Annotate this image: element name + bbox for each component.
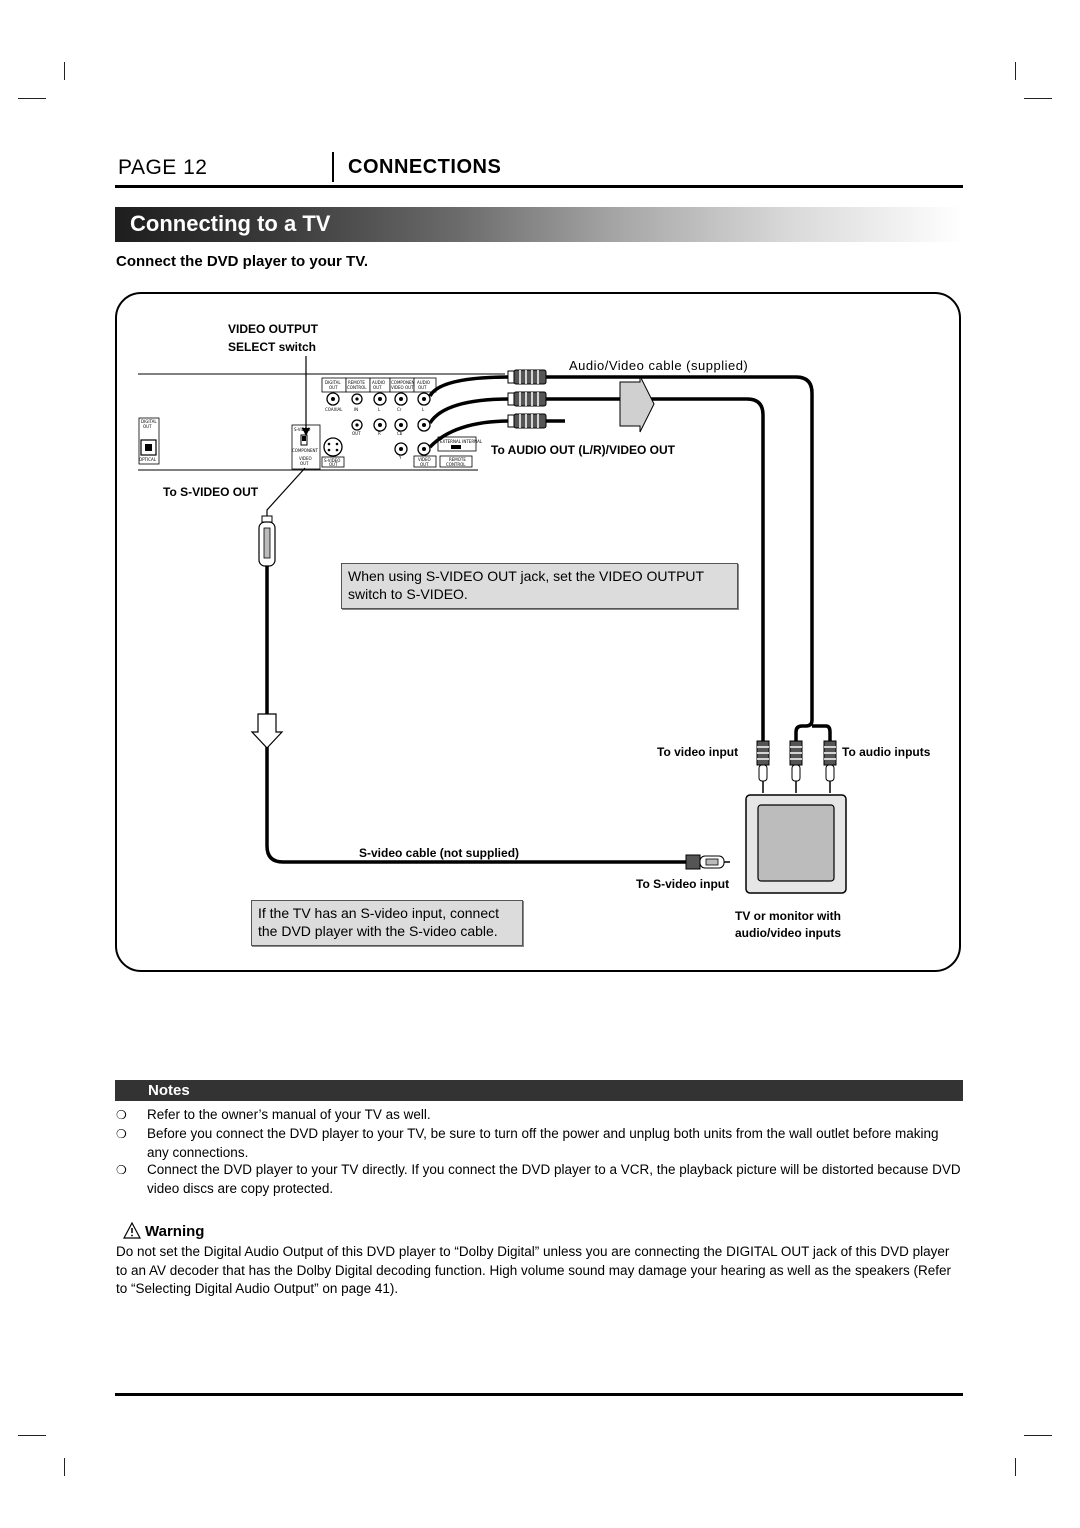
- to-svideo-out-label: To S-VIDEO OUT: [163, 485, 259, 499]
- video-output-label: VIDEO OUTPUT: [228, 322, 319, 336]
- header-rule: [115, 185, 963, 188]
- panel-label: OUT: [329, 385, 338, 390]
- to-audio-inputs-label: To audio inputs: [842, 745, 931, 759]
- crop-mark: [1015, 62, 1016, 80]
- diagram-frame: [115, 292, 961, 972]
- av-cable-dvd-side: [428, 375, 511, 449]
- note-item: ❍ Refer to the owner’s manual of your TV…: [116, 1106, 962, 1125]
- panel-label: REMOTE: [449, 457, 466, 462]
- panel-label: Cr: [397, 407, 402, 412]
- warning-title: Warning: [145, 1223, 205, 1240]
- jack-panel: DIGITAL OUT REMOTE CONTROL AUDIO OUT COM…: [321, 377, 483, 468]
- panel-label: AUDIO: [372, 380, 385, 385]
- select-switch-label: SELECT switch: [228, 340, 317, 354]
- panel-label: OUT: [143, 424, 152, 429]
- note-bullet: ❍: [116, 1108, 127, 1122]
- panel-label: OUT: [373, 385, 382, 390]
- ext-int-switch: [451, 445, 461, 449]
- s-video-arrow: [250, 713, 284, 749]
- svideo-tv-callout: If the TV has an S-video input, connect …: [251, 900, 523, 946]
- tv-monitor: [745, 794, 847, 894]
- av-cable-tv-side: [546, 375, 832, 742]
- note-text: Connect the DVD player to your TV direct…: [147, 1162, 961, 1196]
- tv-label-line2: audio/video inputs: [735, 926, 842, 940]
- page-number: PAGE 12: [118, 156, 208, 179]
- warning-icon: [123, 1221, 141, 1239]
- section-title: Connecting to a TV: [130, 211, 331, 236]
- switch-knob: [302, 436, 306, 441]
- crop-mark: [1024, 98, 1052, 99]
- panel-label: OPTICAL: [139, 457, 157, 462]
- page-header: PAGE 12 CONNECTIONS: [115, 150, 963, 188]
- direction-arrow: [619, 375, 655, 433]
- panel-label: IN: [354, 407, 358, 412]
- panel-label: L: [422, 407, 425, 412]
- note-bullet: ❍: [116, 1163, 127, 1177]
- panel-label: Cb: [397, 431, 403, 436]
- to-svideo-input-label: To S-video input: [636, 877, 730, 891]
- section-name: CONNECTIONS: [348, 156, 502, 178]
- section-title-bar: Connecting to a TV: [115, 207, 963, 242]
- panel-label: OUT: [352, 431, 361, 436]
- crop-mark: [1015, 1458, 1016, 1476]
- panel-label: AUDIO: [417, 380, 430, 385]
- panel-label: Y: [398, 455, 402, 460]
- svideo-cable-label: S-video cable (not supplied): [359, 846, 520, 860]
- av-cable-label: Audio/Video cable (supplied): [569, 358, 749, 373]
- panel-label: DIGITAL: [141, 419, 157, 424]
- panel-label: COMPONENT: [391, 380, 417, 385]
- rca-plugs-upper: [507, 369, 547, 429]
- panel-label: OUT: [329, 462, 338, 467]
- header-separator: [332, 152, 334, 182]
- panel-label: VIDEO: [299, 456, 312, 461]
- optical-jack-core: [145, 444, 152, 451]
- bottom-rule: [115, 1393, 963, 1396]
- warning-heading: Warning: [123, 1221, 205, 1240]
- panel-label: R: [378, 431, 381, 436]
- digital-out-block: DIGITAL OUT OPTICAL: [138, 417, 160, 465]
- panel-label: OUT: [418, 385, 427, 390]
- subheading: Connect the DVD player to your TV.: [116, 253, 368, 270]
- notes-bar: Notes: [115, 1080, 963, 1101]
- crop-mark: [64, 62, 65, 80]
- note-text: Before you connect the DVD player to you…: [147, 1126, 939, 1160]
- panel-label: OUT: [300, 461, 309, 466]
- notes-title: Notes: [148, 1082, 190, 1099]
- note-item: ❍ Connect the DVD player to your TV dire…: [116, 1161, 962, 1198]
- crop-mark: [18, 1435, 46, 1436]
- rca-plugs-tv: [756, 740, 837, 793]
- panel-label: DIGITAL: [325, 380, 341, 385]
- note-item: ❍ Before you connect the DVD player to y…: [116, 1125, 962, 1162]
- crop-mark: [18, 98, 46, 99]
- panel-label: EXTERNAL INTERNAL: [440, 439, 483, 444]
- panel-label: S-VIDEO: [324, 458, 340, 463]
- panel-label: COMPONENT: [292, 448, 318, 453]
- panel-label: VIDEO OUT: [391, 385, 414, 390]
- panel-label: CONTROL: [347, 385, 367, 390]
- s-video-out-jack: [323, 437, 343, 457]
- svideo-switch-callout: When using S-VIDEO OUT jack, set the VID…: [341, 563, 738, 609]
- panel-label: COAXIAL: [325, 407, 343, 412]
- panel-label: VIDEO: [418, 457, 431, 462]
- panel-label: S-VIDEO: [294, 427, 310, 432]
- warning-text: Do not set the Digital Audio Output of t…: [116, 1244, 951, 1296]
- to-video-input-label: To video input: [657, 745, 739, 759]
- note-text: Refer to the owner’s manual of your TV a…: [147, 1107, 431, 1122]
- to-audio-out-label: To AUDIO OUT (L/R)/VIDEO OUT: [491, 443, 675, 457]
- note-bullet: ❍: [116, 1127, 127, 1141]
- s-video-cable: [250, 467, 730, 870]
- crop-mark: [1024, 1435, 1052, 1436]
- crop-mark: [64, 1458, 65, 1476]
- panel-label: CONTROL: [446, 462, 466, 467]
- panel-label: L: [378, 407, 381, 412]
- panel-label: REMOTE: [348, 380, 365, 385]
- tv-label-line1: TV or monitor with: [735, 909, 841, 923]
- panel-label: OUT: [420, 462, 429, 467]
